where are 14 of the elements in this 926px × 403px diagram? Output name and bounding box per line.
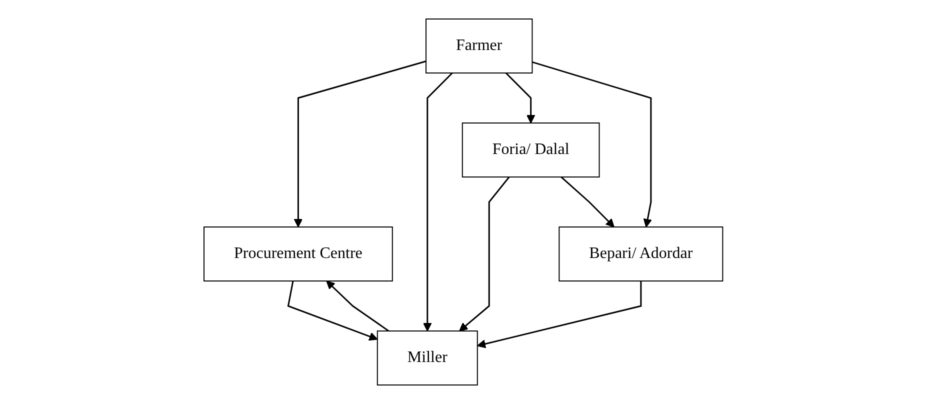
node-box: Procurement Centre [203, 226, 393, 281]
arrow [476, 280, 642, 348]
node-box: Miller [376, 330, 478, 385]
arrow [458, 176, 510, 331]
arrow [532, 60, 652, 227]
arrow [422, 72, 452, 331]
arrow [293, 60, 426, 227]
arrow [286, 280, 378, 340]
node-box: Bepari/ Adordar [558, 226, 723, 281]
arrow [505, 72, 535, 123]
node-box: Farmer [425, 18, 532, 73]
arrow [326, 280, 389, 332]
arrow [560, 176, 614, 227]
node-box: Foria/ Dalal [462, 122, 600, 177]
